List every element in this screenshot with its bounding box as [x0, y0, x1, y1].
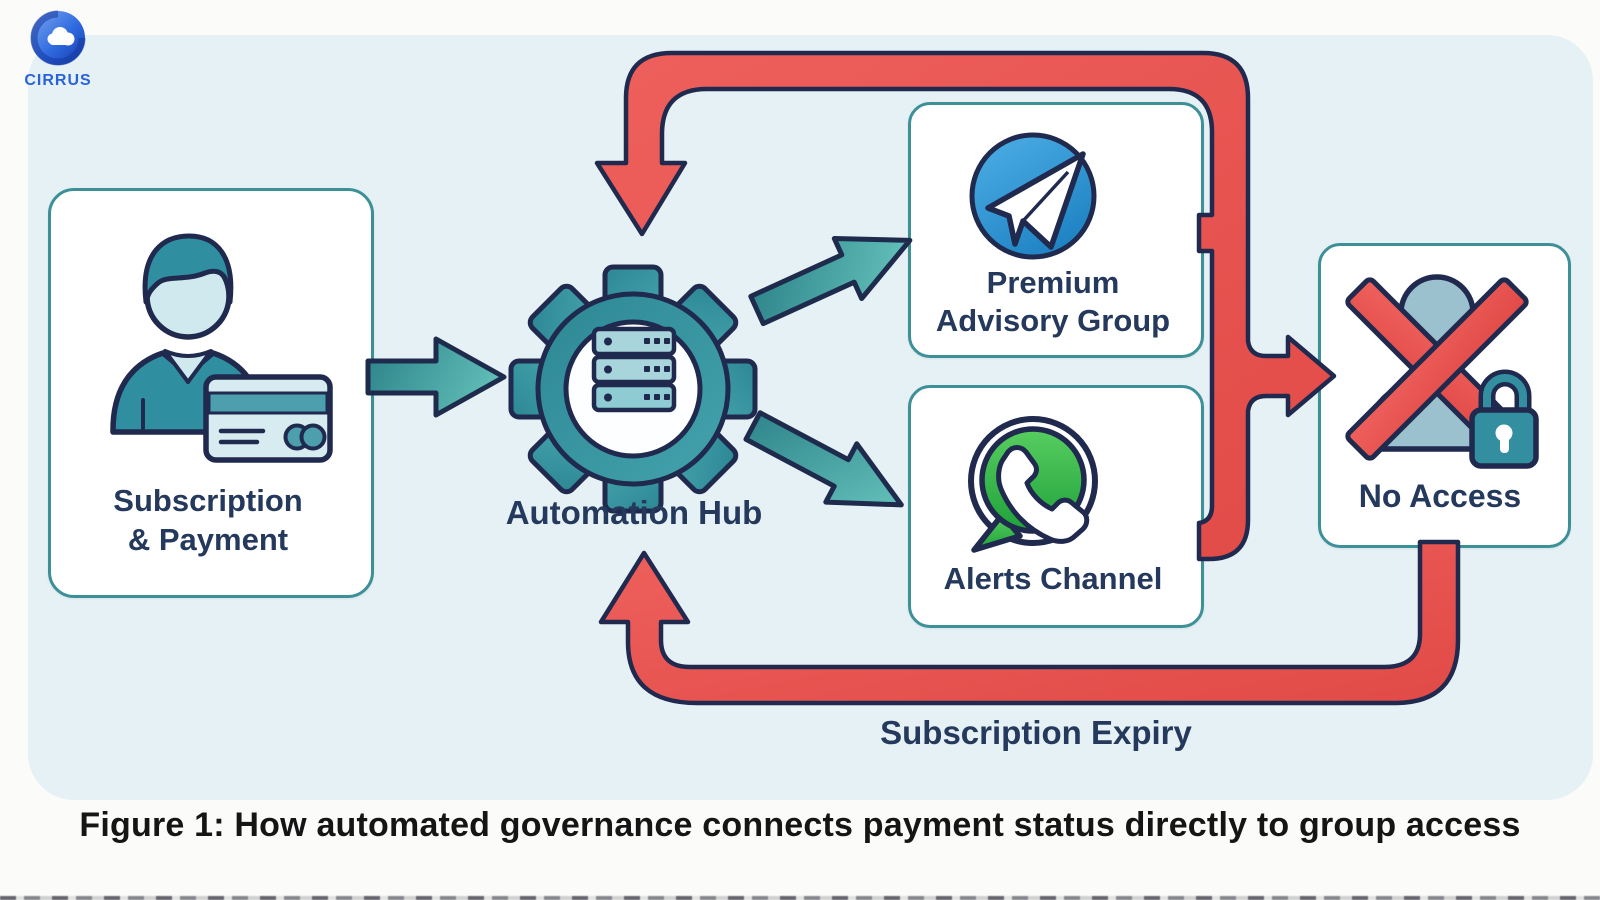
premium-label-line2: Advisory Group [935, 303, 1171, 338]
subscription-label-line1: Subscription [113, 483, 303, 518]
premium-label-line1: Premium [986, 265, 1120, 300]
no-access-label: No Access [1358, 478, 1522, 514]
hub-label: Automation Hub [505, 494, 763, 531]
bottom-edge-artifact [0, 896, 1600, 900]
figure-caption: Figure 1: How automated governance conne… [79, 806, 1521, 844]
subscription-label-line2: & Payment [127, 522, 289, 557]
subscription-expiry-label: Subscription Expiry [880, 714, 1192, 751]
brand-logo: CIRRUS [24, 10, 130, 90]
cirrus-cloud-icon [30, 10, 86, 66]
alerts-label: Alerts Channel [943, 561, 1163, 596]
brand-name: CIRRUS [24, 72, 92, 89]
